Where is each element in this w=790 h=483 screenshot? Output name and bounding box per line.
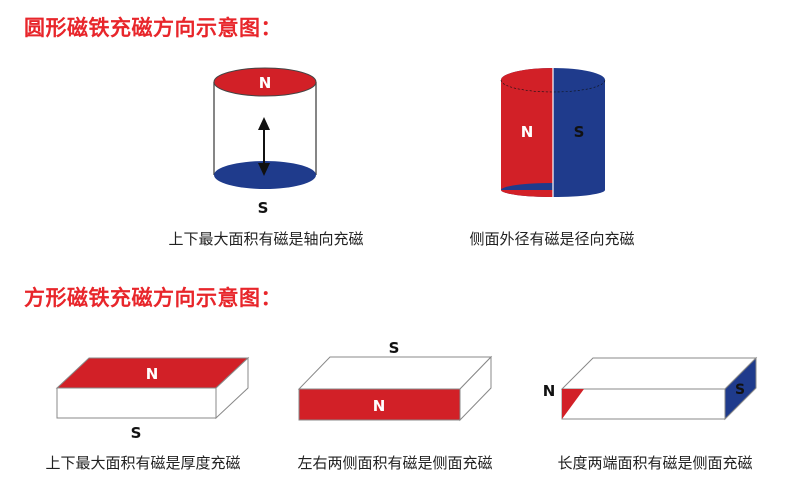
radial-caption: 侧面外径有磁是径向充磁 <box>469 230 635 248</box>
axial-caption: 上下最大面积有磁是轴向充磁 <box>168 230 364 248</box>
radial-cylinder-diagram: N S <box>500 68 606 197</box>
south-face <box>724 356 757 421</box>
axial-cylinder-diagram: N S <box>213 67 317 217</box>
side-caption: 左右两侧面积有磁是侧面充磁 <box>297 454 493 472</box>
round-heading: 圆形磁铁充磁方向示意图： <box>24 16 282 40</box>
north-label: N <box>521 123 534 141</box>
north-label: N <box>146 365 159 383</box>
side-block-diagram: S N <box>297 339 493 422</box>
thickness-block-diagram: N S <box>55 356 250 442</box>
north-label: N <box>373 397 386 415</box>
south-label: S <box>131 424 142 442</box>
thickness-caption: 上下最大面积有磁是厚度充磁 <box>45 454 241 472</box>
length-block-diagram: N S <box>543 356 758 421</box>
length-caption: 长度两端面积有磁是侧面充磁 <box>557 454 753 472</box>
south-label: S <box>574 123 585 141</box>
north-face <box>213 67 317 97</box>
north-label: N <box>259 74 272 92</box>
square-heading: 方形磁铁充磁方向示意图： <box>24 286 282 310</box>
north-label: N <box>543 382 556 400</box>
south-label: S <box>735 382 745 398</box>
south-label: S <box>389 339 400 357</box>
south-label: S <box>258 199 269 217</box>
north-face <box>562 389 584 419</box>
south-face <box>214 161 316 189</box>
